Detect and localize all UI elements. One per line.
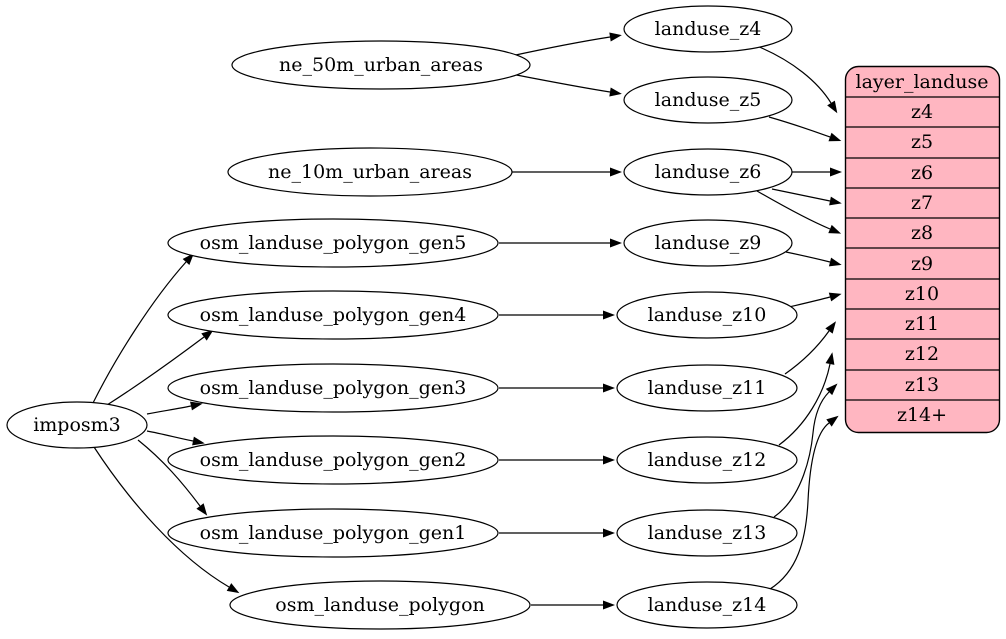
node-landuse-z5: landuse_z5 [623,76,793,124]
landuse-z13-ellipse [616,509,798,557]
layer-landuse-title: layer_landuse [856,71,989,93]
gen1-ellipse [167,508,499,558]
node-imposm3: imposm3 [6,401,148,449]
row-z7: z7 [911,192,933,214]
node-ne-50m-urban-areas: ne_50m_urban_areas [231,40,531,90]
landuse-z10-ellipse [616,291,798,339]
landuse-z9-label: landuse_z9 [655,232,762,254]
node-landuse-z10: landuse_z10 [616,291,798,339]
node-landuse-z13: landuse_z13 [616,509,798,557]
node-landuse-z14: landuse_z14 [616,581,798,629]
gen4-ellipse [167,290,499,340]
edge-landuse_z9-to-row-z9 [785,251,842,267]
gen4-label: osm_landuse_polygon_gen4 [200,304,467,326]
landuse-z14-label: landuse_z14 [648,594,767,616]
edge-landuse_z4-to-row-z4 [756,45,838,114]
edge-ne_50m_urban_areas-to-landuse_z4 [510,32,622,57]
edge-landuse_z10-to-row-z10 [788,292,842,308]
gen2-ellipse [167,435,499,485]
row-z5: z5 [911,131,933,153]
landuse-z11-ellipse [616,364,798,412]
row-z4: z4 [911,101,933,123]
node-osm-landuse-polygon-gen4: osm_landuse_polygon_gen4 [167,290,499,340]
gen3-label: osm_landuse_polygon_gen3 [200,377,467,399]
edge-layer [92,32,842,610]
gen3-ellipse [167,363,499,413]
edge-landuse_z11-to-row-z11 [784,321,836,375]
node-osm-landuse-polygon: osm_landuse_polygon [229,580,531,630]
edge-imposm3-to-osm_landuse_polygon_gen2 [146,430,205,446]
landuse-z11-label: landuse_z11 [648,377,767,399]
imposm3-label: imposm3 [33,414,121,436]
landuse-z4-label: landuse_z4 [655,18,762,40]
landuse-z6-label: landuse_z6 [655,161,762,183]
gen2-label: osm_landuse_polygon_gen2 [200,449,467,471]
row-z12: z12 [905,343,939,365]
node-osm-landuse-polygon-gen3: osm_landuse_polygon_gen3 [167,363,499,413]
node-layer-landuse: layer_landuse z4 z5 z6 z7 z8 z9 z10 z11 … [844,65,1001,434]
landuse-z6-ellipse [623,148,793,196]
node-landuse-z6: landuse_z6 [623,148,793,196]
row-z11: z11 [905,313,939,335]
ne-10m-ellipse [227,147,513,197]
row-z9: z9 [911,253,933,275]
polygon-ellipse [229,580,531,630]
ne-10m-label: ne_10m_urban_areas [268,161,472,183]
landuse-z12-ellipse [616,436,798,484]
gen5-label: osm_landuse_polygon_gen5 [200,232,467,254]
polygon-label: osm_landuse_polygon [275,594,485,616]
landuse-z14-ellipse [616,581,798,629]
edge-landuse_z12-to-row-z12 [778,352,835,446]
row-z10: z10 [905,283,939,305]
gen1-label: osm_landuse_polygon_gen1 [200,522,467,544]
node-osm-landuse-polygon-gen5: osm_landuse_polygon_gen5 [167,218,499,268]
edge-landuse_z6-to-row-z8 [756,190,842,234]
edge-imposm3-to-osm_landuse_polygon_gen5 [92,253,194,404]
edge-landuse_z13-to-row-z13 [773,383,838,518]
landuse-z9-ellipse [623,219,793,267]
row-z8: z8 [911,222,933,244]
edge-imposm3-to-osm_landuse_polygon_gen3 [146,401,203,415]
gen5-ellipse [167,218,499,268]
ne-50m-ellipse [231,40,531,90]
row-z14plus: z14+ [897,404,947,426]
edge-landuse_z6-to-row-z7 [771,188,842,206]
node-landuse-z4: landuse_z4 [623,5,793,53]
edge-landuse_z5-to-row-z5 [768,116,842,142]
row-z13: z13 [905,374,939,396]
node-ne-10m-urban-areas: ne_10m_urban_areas [227,147,513,197]
node-osm-landuse-polygon-gen2: osm_landuse_polygon_gen2 [167,435,499,485]
edge-ne_50m_urban_areas-to-landuse_z5 [510,73,622,97]
landuse-z5-label: landuse_z5 [655,89,762,111]
landuse-z5-ellipse [623,76,793,124]
edge-imposm3-to-osm_landuse_polygon_gen4 [106,329,214,406]
edge-imposm3-to-osm_landuse_polygon [93,446,240,594]
edge-landuse_z14-to-row-z14plus [769,415,839,590]
node-landuse-z9: landuse_z9 [623,219,793,267]
landuse-z10-label: landuse_z10 [648,304,767,326]
ne-50m-label: ne_50m_urban_areas [279,54,483,76]
landuse-z12-label: landuse_z12 [648,449,767,471]
row-z6: z6 [911,162,933,184]
edge-imposm3-to-osm_landuse_polygon_gen1 [137,439,208,516]
node-osm-landuse-polygon-gen1: osm_landuse_polygon_gen1 [167,508,499,558]
node-landuse-z12: landuse_z12 [616,436,798,484]
imposm3-ellipse [6,401,148,449]
landuse-z13-label: landuse_z13 [648,522,767,544]
node-landuse-z11: landuse_z11 [616,364,798,412]
landuse-z4-ellipse [623,5,793,53]
